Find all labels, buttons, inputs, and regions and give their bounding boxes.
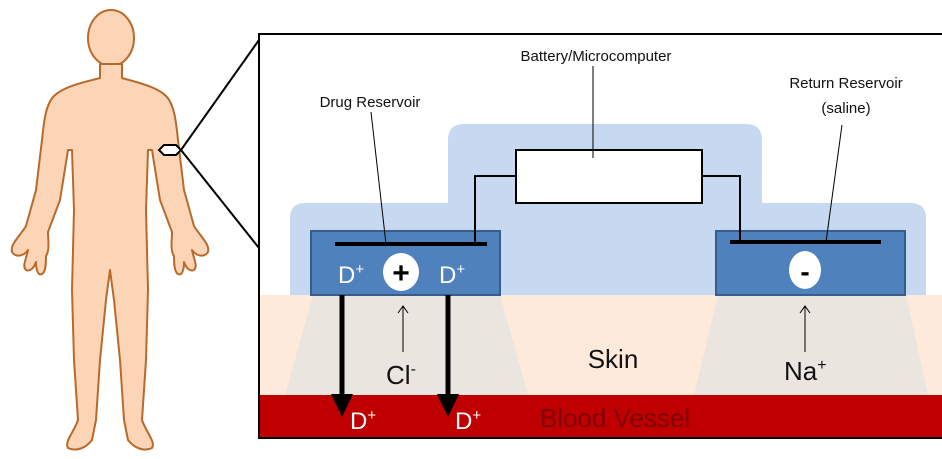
callout-line-bottom — [180, 149, 260, 249]
blood-vessel-layer — [259, 395, 942, 438]
anode-polarity-circle — [383, 253, 419, 291]
return-reservoir-label: Return Reservoir — [789, 75, 902, 92]
cathode-polarity-sign: - — [800, 256, 809, 287]
battery-microcomputer — [515, 149, 703, 204]
anode-migration-zone — [285, 295, 528, 395]
body-torso — [10, 63, 210, 451]
zoom-panel — [258, 33, 942, 439]
cathode-migration-zone — [694, 295, 928, 395]
sodium-arrow-head — [799, 305, 811, 314]
body-head — [87, 9, 135, 67]
drug-arrow-right-head — [437, 394, 459, 417]
zoom-panel-frame — [258, 33, 942, 439]
arm-patch-icon — [157, 144, 183, 156]
wire-cathode — [702, 175, 741, 242]
anode-polarity-sign: + — [392, 257, 410, 290]
human-body-figure — [10, 9, 260, 451]
battery-label: Battery/Microcomputer — [521, 48, 672, 65]
blood-vessel-label: Blood Vessel — [540, 403, 690, 433]
delivered-drug-right: D+ — [455, 407, 481, 435]
callout-line-top — [180, 39, 260, 151]
return-reservoir-sublabel: (saline) — [821, 100, 870, 117]
drug-reservoir-leader-line — [370, 111, 387, 245]
drug-arrow-left-head — [331, 394, 353, 417]
wire-anode — [474, 175, 516, 244]
anode-drug-ion-right: D+ — [439, 261, 465, 289]
drug-reservoir-label: Drug Reservoir — [320, 94, 421, 111]
anode-drug-ion-left: D+ — [338, 261, 364, 289]
cathode-polarity-circle — [789, 251, 821, 289]
skin-label: Skin — [588, 344, 639, 374]
chloride-arrow-head — [397, 305, 409, 314]
sodium-ion-label: Na+ — [784, 356, 827, 386]
return-reservoir-leader-line — [825, 124, 843, 243]
delivered-drug-left: D+ — [350, 407, 376, 435]
chloride-ion-label: Cl- — [386, 360, 416, 390]
